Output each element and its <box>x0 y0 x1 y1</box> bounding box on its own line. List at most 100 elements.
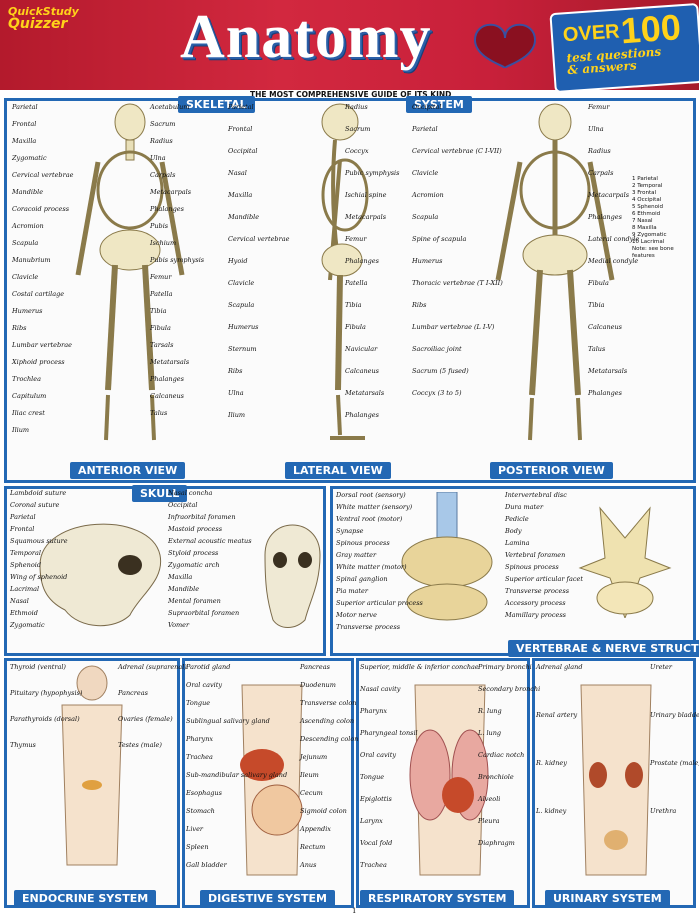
anterior-view-label: ANTERIOR VIEW <box>70 462 186 479</box>
anatomy-label: Cecum <box>300 789 323 797</box>
anatomy-label: Mamillary process <box>505 611 566 619</box>
anatomy-label: Spinous process <box>505 563 559 571</box>
anatomy-label: Femur <box>345 235 367 243</box>
anatomy-label: Cervical vertebrae <box>12 171 74 179</box>
anatomy-label: Xiphoid process <box>12 358 65 366</box>
digestive-torso <box>240 684 303 876</box>
anatomy-label: External acoustic meatus <box>168 537 252 545</box>
anatomy-label: Ulna <box>150 154 166 162</box>
anatomy-label: Temporal <box>10 549 41 557</box>
anatomy-label: Fibula <box>345 323 366 331</box>
legend-item: 4 Occipital <box>632 197 662 203</box>
anatomy-label: Phalanges <box>588 213 622 221</box>
anterior-skeleton <box>75 103 185 441</box>
anatomy-label: Oral cavity <box>186 681 223 689</box>
anatomy-label: Jejunum <box>300 753 328 761</box>
anatomy-label: L. kidney <box>536 807 567 815</box>
anatomy-label: Epiglottis <box>360 795 392 803</box>
anatomy-label: Dorsal root (sensory) <box>336 491 406 499</box>
anatomy-label: White matter (motor) <box>336 563 407 571</box>
anatomy-label: Infraorbital foramen <box>168 513 236 521</box>
anatomy-label: Ribs <box>12 324 27 332</box>
anatomy-label: Frontal <box>228 125 253 133</box>
tagline: THE MOST COMPREHENSIVE GUIDE OF ITS KIND <box>250 90 452 99</box>
anatomy-label: Secondary bronchi <box>478 685 541 693</box>
anatomy-label: Lacrimal <box>10 585 40 593</box>
anatomy-label: Alveoli <box>478 795 501 803</box>
vertebra-drawing <box>578 506 672 618</box>
anatomy-label: Hyoid <box>228 257 248 265</box>
anatomy-label: Diaphragm <box>478 839 515 847</box>
anatomy-label: Humerus <box>228 323 259 331</box>
anatomy-label: Superior, middle & inferior conchae <box>360 663 479 671</box>
system-label: SYSTEM <box>406 96 472 113</box>
posterior-skeleton <box>495 103 615 441</box>
anatomy-label: Acetabulum <box>150 103 190 111</box>
anatomy-label: Nasal cavity <box>360 685 401 693</box>
anatomy-label: Cardiac notch <box>478 751 525 759</box>
anatomy-label: Pituitary (hypophysis) <box>10 689 83 697</box>
anatomy-label: Appendix <box>300 825 331 833</box>
legend-item: 7 Nasal <box>632 218 653 224</box>
anatomy-label: Liver <box>186 825 204 833</box>
anatomy-label: Lamina <box>505 539 530 547</box>
digestive-label: DIGESTIVE SYSTEM <box>200 890 335 907</box>
anatomy-label: Ulna <box>588 125 604 133</box>
anatomy-label: Fibula <box>150 324 171 332</box>
anatomy-label: Superior articular process <box>336 599 423 607</box>
skull-lateral-drawing <box>39 523 162 627</box>
anatomy-label: Occipital <box>412 103 442 111</box>
anatomy-label: Dura mater <box>505 503 544 511</box>
anatomy-label: Carpals <box>150 171 176 179</box>
anatomy-label: Femur <box>150 273 172 281</box>
anatomy-label: Supraorbital foramen <box>168 609 240 617</box>
anatomy-label: Duodenum <box>300 681 336 689</box>
anatomy-label: Humerus <box>412 257 443 265</box>
anatomy-label: Carpals <box>588 169 614 177</box>
legend-item: 6 Ethmoid <box>632 211 661 217</box>
anatomy-label: Sub-mandibular salivary gland <box>186 771 288 779</box>
anatomy-label: Acromion <box>412 191 444 199</box>
anatomy-label: Humerus <box>12 307 43 315</box>
anatomy-label: Radius <box>588 147 611 155</box>
spinal-cord-drawing <box>401 492 493 621</box>
anatomy-label: Stomach <box>186 807 215 815</box>
anatomy-label: Squamous suture <box>10 537 68 545</box>
anatomy-label: Testes (male) <box>118 741 162 749</box>
anatomy-label: Sacrum <box>150 120 176 128</box>
anatomy-label: Sacrum <box>345 125 371 133</box>
legend-item: 1 Parietal <box>632 176 658 182</box>
anatomy-label: Accessory process <box>505 599 566 607</box>
anatomy-label: Scapula <box>228 301 255 309</box>
anatomy-label: Costal cartilage <box>12 290 65 298</box>
anatomy-label: Ribs <box>228 367 243 375</box>
anatomy-label: Lambdoid suture <box>10 489 67 497</box>
anatomy-label: Maxilla <box>168 573 193 581</box>
anatomy-label: Ovaries (female) <box>118 715 173 723</box>
legend-item: 2 Temporal <box>632 183 663 189</box>
anatomy-label: Ethmoid <box>10 609 38 617</box>
anatomy-label: Nasal <box>10 597 29 605</box>
anatomy-label: Adrenal gland <box>536 663 583 671</box>
respiratory-torso <box>409 684 489 876</box>
anatomy-label: Transverse process <box>336 623 401 631</box>
legend-item: Note: see bone features <box>632 246 674 259</box>
anatomy-label: Thoracic vertebrae (T I-XII) <box>412 279 503 287</box>
anatomy-label: Sphenoid <box>10 561 41 569</box>
anatomy-label: Urinary bladder <box>650 711 699 719</box>
anatomy-label: Maxilla <box>228 191 253 199</box>
anatomy-label: Ischium <box>150 239 177 247</box>
anatomy-label: Pharyngeal tonsil <box>360 729 418 737</box>
anatomy-label: Pubis <box>150 222 169 230</box>
anatomy-label: Zygomatic <box>12 154 47 162</box>
anatomy-label: Synapse <box>336 527 364 535</box>
anatomy-label: Pleura <box>478 817 500 825</box>
anatomy-label: Vomer <box>168 621 190 629</box>
anatomy-label: Trochlea <box>12 375 41 383</box>
anatomy-label: Pancreas <box>118 689 148 697</box>
heart-illustration <box>473 23 537 69</box>
lateral-skeleton <box>321 103 369 440</box>
anatomy-label: Anus <box>300 861 317 869</box>
anatomy-label: Pubic symphysis <box>345 169 400 177</box>
